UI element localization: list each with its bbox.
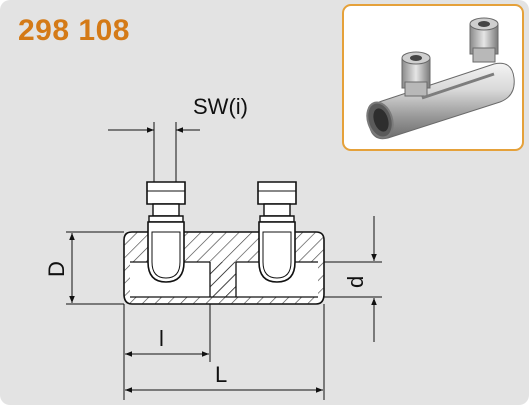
d-label: d [343, 276, 368, 288]
shear-bolt-connector-photo-icon [366, 17, 515, 140]
sw-dimension: SW(i) [108, 94, 248, 182]
bolt-left [146, 181, 186, 283]
L-dimension: L [125, 304, 325, 400]
d-dimension: d [324, 216, 382, 342]
D-label: D [44, 261, 69, 277]
bolt-right [257, 181, 297, 283]
L-label: L [215, 362, 227, 387]
part-number-title: 298 108 [18, 14, 130, 47]
sw-label: SW(i) [193, 94, 248, 119]
l-dimension: l [123, 304, 211, 400]
product-photo-frame [342, 4, 524, 151]
l-label: l [159, 326, 164, 351]
D-dimension: D [44, 231, 124, 305]
